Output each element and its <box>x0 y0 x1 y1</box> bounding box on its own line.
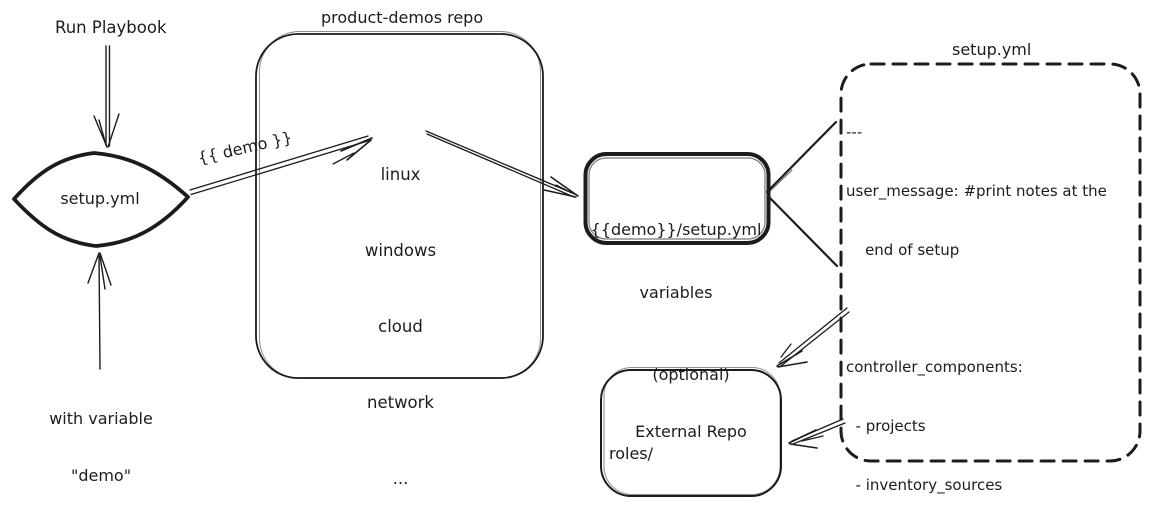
product-demos-repo-box <box>255 31 544 379</box>
repo-item-cloud: cloud <box>378 317 423 336</box>
external-repo-title-line2: External Repo <box>635 422 747 441</box>
yaml-line: --- <box>846 123 863 142</box>
variables-box-line1: {{demo}}/setup.yml <box>590 220 762 239</box>
repo-item-network: network <box>366 393 434 412</box>
yaml-line: user_message: #print notes at the <box>846 181 1107 200</box>
yaml-line: end of setup <box>846 240 960 259</box>
projects-to-external-arrow <box>776 307 850 368</box>
run-playbook-label: Run Playbook <box>55 18 167 37</box>
repo-item-list: linux windows cloud network ... <box>330 118 471 505</box>
yaml-line <box>846 300 1107 320</box>
variables-box-line2: variables <box>639 283 713 302</box>
setup-yml-content: --- user_message: #print notes at the en… <box>846 84 1107 505</box>
with-variable-arrow <box>87 252 112 370</box>
external-repo-title-line1: (optional) <box>652 365 730 384</box>
repo-item-linux: linux <box>380 165 421 184</box>
decision-diamond <box>12 151 190 248</box>
with-variable-label: with variable "demo" <box>36 371 166 505</box>
yaml-line: controller_components: <box>846 358 1023 377</box>
job-templates-to-external-arrow <box>788 418 846 449</box>
setup-yml-dashed-box <box>839 62 1142 463</box>
product-demos-repo-title: product-demos repo <box>321 8 484 27</box>
external-repo-box <box>600 367 782 497</box>
with-variable-line1: with variable <box>49 409 153 428</box>
run-playbook-arrow <box>93 45 120 148</box>
variables-brace-lines <box>765 120 839 268</box>
external-repo-title: (optional) External Repo <box>612 327 770 479</box>
yaml-line: - inventory_sources <box>846 475 1003 494</box>
external-repo-content: roles/ playbooks/ .... <box>609 396 696 505</box>
demo-variable-arrow <box>189 135 373 196</box>
yaml-line: - projects <box>846 417 926 436</box>
linux-to-variables-arrow <box>425 130 579 198</box>
external-repo-roles: roles/ <box>609 444 654 463</box>
setup-yml-diamond-label: setup.yml <box>60 189 140 208</box>
variables-box-label: {{demo}}/setup.yml variables <box>588 177 764 345</box>
with-variable-line2: "demo" <box>70 466 132 485</box>
variables-box <box>583 152 771 245</box>
repo-item-ellipsis: ... <box>392 469 409 488</box>
repo-item-windows: windows <box>364 241 437 260</box>
setup-yml-title: setup.yml <box>952 40 1032 59</box>
